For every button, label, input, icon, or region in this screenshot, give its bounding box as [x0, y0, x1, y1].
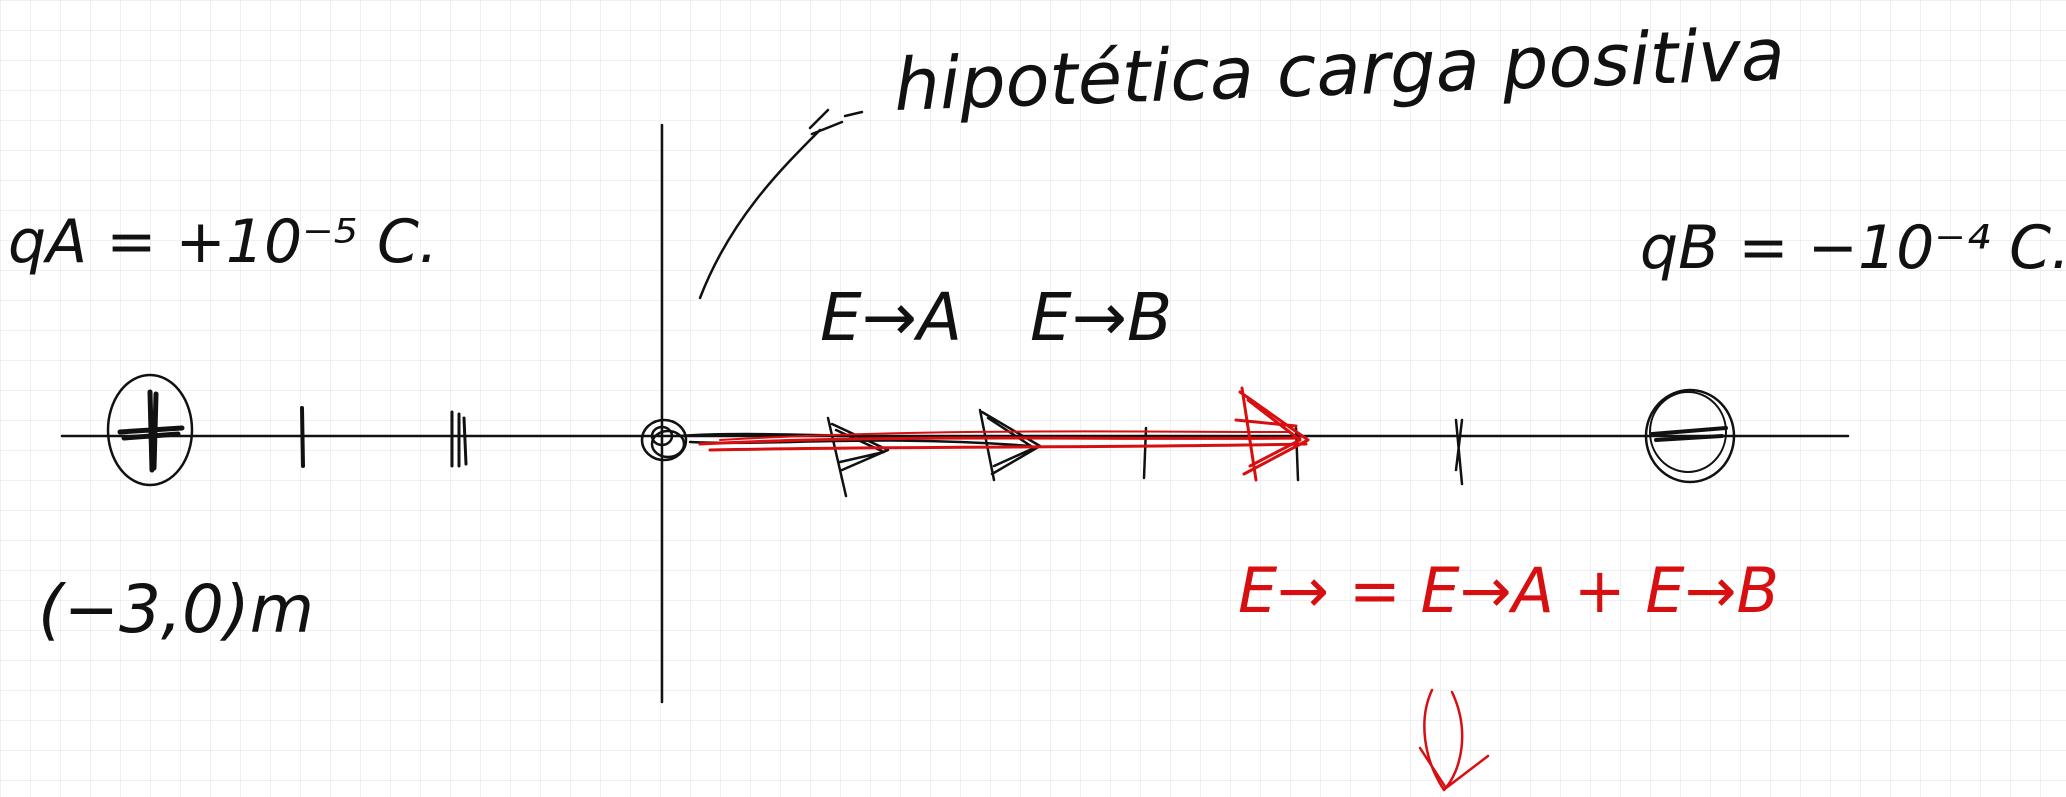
test-charge-origin: [640, 418, 688, 462]
tick-mark: [450, 410, 468, 468]
origin-circle-core: [650, 425, 674, 447]
tick-mark: [1142, 426, 1148, 480]
tick-mark: [300, 406, 305, 468]
coordinate-axes: [60, 123, 1850, 704]
resultant-arrow-head: [1234, 386, 1310, 482]
field-sum-equation: E→ = E→A + E→B: [1238, 554, 1779, 627]
field-eb-label: E→B: [1030, 279, 1172, 356]
origin-circle: [640, 418, 688, 462]
charge-a-label: qA = +10⁻⁵ C.: [8, 207, 438, 277]
tick-mark: [1454, 418, 1464, 486]
charge-a-circle: [106, 373, 194, 487]
charge-b-circle-retrace: [1649, 391, 1727, 473]
field-arrow-head-a: [826, 416, 890, 498]
down-arrow-head: [1418, 746, 1490, 790]
charge-a-position: (−3,0)m: [38, 571, 314, 648]
resultant-arrow-shaft: [698, 436, 1302, 446]
origin-circle-inner: [650, 429, 686, 459]
down-arrow-red: [1418, 688, 1490, 792]
charge-a: [106, 373, 194, 487]
annotation-pointer-head: [808, 108, 864, 136]
field-ea-label: E→A: [820, 279, 962, 356]
resultant-arrow-shaft: [708, 442, 1308, 452]
resultant-arrow-red: [698, 386, 1310, 482]
resultant-arrow-shaft: [719, 430, 1291, 441]
charge-b-label: qB = −10⁻⁴ C.: [1640, 213, 2066, 283]
down-arrow-body: [1423, 688, 1464, 792]
charge-b: [1644, 388, 1736, 484]
minus-sign-icon: [1650, 426, 1728, 442]
annotation-pointer-line: [698, 128, 822, 300]
plus-sign-icon: [117, 389, 185, 473]
charge-b-circle: [1644, 388, 1736, 484]
